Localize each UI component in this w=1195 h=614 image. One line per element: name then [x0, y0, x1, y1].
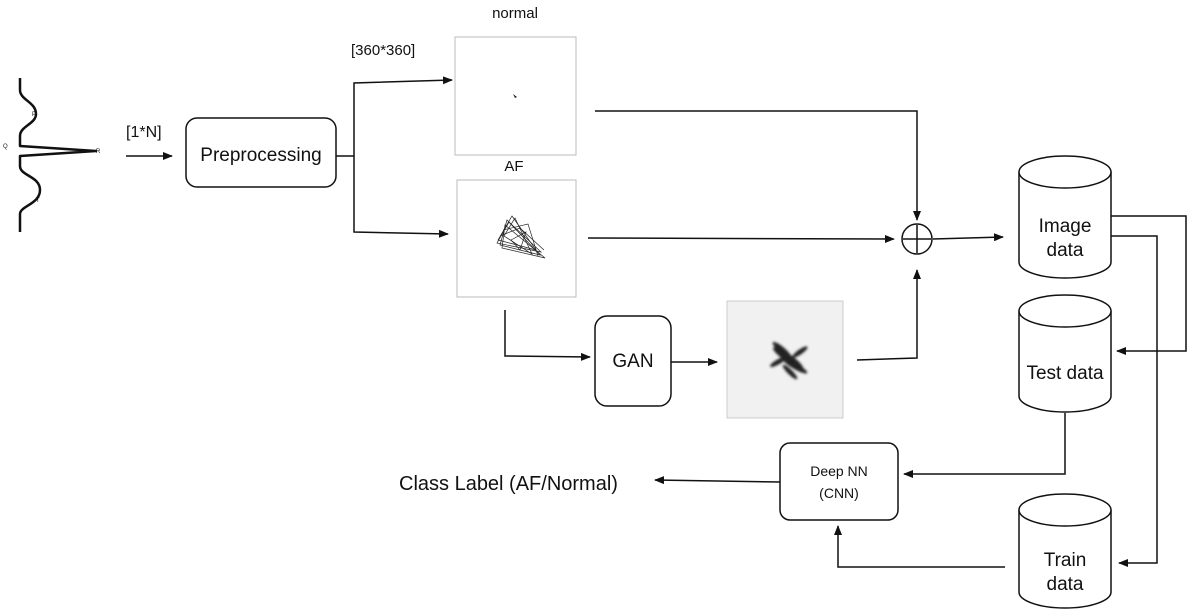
- arrow-to-normal-image: [336, 76, 453, 157]
- arrow-to-af-image: [353, 156, 449, 238]
- arrow-combine-to-image-data: [932, 233, 1004, 242]
- af-image: [456, 179, 577, 298]
- af-label: AF: [504, 158, 523, 175]
- image-data-label-line2: data: [1047, 240, 1084, 261]
- deep-nn-label-line2: (CNN): [819, 485, 859, 501]
- preprocessing-label: Preprocessing: [200, 145, 321, 166]
- arrow-cnn-to-class-label: [654, 476, 781, 485]
- arrow-test-to-cnn: [903, 413, 1066, 478]
- arrow-generated-to-combine: [856, 269, 921, 361]
- ecg-q-label: Q: [3, 144, 8, 150]
- test-data-label: Test data: [1026, 363, 1104, 384]
- arrow-af-to-combine: [587, 234, 895, 243]
- train-data-store: Train data: [1018, 493, 1112, 609]
- ecg-r-label: R: [96, 149, 101, 155]
- image-data-store: Image data: [1018, 155, 1112, 279]
- gan-label: GAN: [612, 351, 653, 372]
- combine-icon: [901, 223, 933, 255]
- ecg-t-label: T: [36, 198, 40, 204]
- deep-nn-label-line1: Deep NN: [810, 463, 868, 479]
- preprocessing-block: Preprocessing: [185, 117, 337, 188]
- arrow-af-to-gan: [504, 310, 591, 361]
- gan-generated-image: [726, 300, 844, 419]
- ecg-p-label: P: [32, 112, 36, 118]
- normal-label: normal: [492, 5, 538, 22]
- arrow-train-to-cnn: [834, 525, 1005, 568]
- input-dimension-label: [1*N]: [126, 124, 162, 141]
- gan-block: GAN: [594, 315, 672, 407]
- arrow-image-to-train: [1111, 235, 1158, 567]
- train-data-label-line2: data: [1047, 574, 1084, 595]
- arrow-normal-to-combine: [595, 110, 921, 221]
- ecg-signal-graphic: P Q R T: [3, 78, 101, 232]
- train-data-label-line1: Train: [1044, 550, 1087, 571]
- deep-nn-block: Deep NN (CNN): [779, 442, 899, 521]
- arrow-image-to-test: [1111, 215, 1187, 355]
- normal-image: [454, 36, 577, 156]
- class-label-output: Class Label (AF/Normal): [399, 473, 618, 495]
- image-dimension-label: [360*360]: [351, 42, 415, 59]
- image-data-label-line1: Image: [1039, 216, 1092, 237]
- test-data-store: Test data: [1018, 294, 1112, 413]
